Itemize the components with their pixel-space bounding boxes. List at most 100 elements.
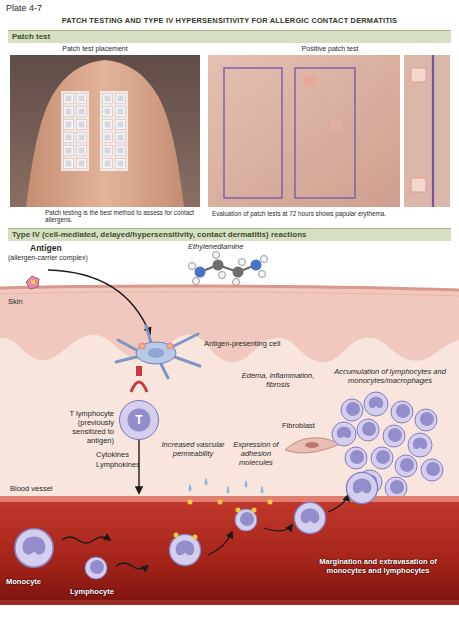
process-note: Increased vascular permeability xyxy=(160,441,226,459)
back-photo xyxy=(100,91,128,171)
t-lymphocyte-cell: T xyxy=(119,400,159,440)
cell-cluster xyxy=(385,477,407,499)
process-note: Edema, inflammation, fibrosis xyxy=(236,372,320,390)
cell-label: Monocyte xyxy=(6,578,62,587)
positive-photo xyxy=(295,68,355,198)
vessel-cells xyxy=(169,534,200,565)
antigen-presenting-cell xyxy=(136,342,176,364)
cell-label: T lymphocyte (previously sensitized to a… xyxy=(50,410,114,445)
fibroblast xyxy=(305,442,319,448)
vessel-cells xyxy=(85,557,107,579)
vessel-cells xyxy=(188,500,193,505)
antigen-presenting-cell xyxy=(148,348,164,358)
blood-vessel xyxy=(0,498,459,602)
vessel-cells xyxy=(15,529,53,567)
mediator-label: Cytokines xyxy=(96,451,156,460)
molecule xyxy=(213,252,220,259)
molecule xyxy=(239,259,246,266)
vessel-cells xyxy=(62,537,110,543)
photo-heading: Patch test placement xyxy=(30,45,160,53)
cell-cluster xyxy=(345,447,367,469)
molecule xyxy=(189,263,196,270)
molecule xyxy=(213,260,224,271)
molecule xyxy=(233,267,244,278)
section-band: Type IV (cell-mediated, delayed/hypersen… xyxy=(8,228,451,241)
antigen-note: (allergen-carrier complex) xyxy=(8,254,128,262)
vessel-cells xyxy=(236,508,241,513)
permeability-drops xyxy=(205,478,208,486)
tissue-label: Blood vessel xyxy=(10,485,80,494)
blood-vessel xyxy=(0,496,459,605)
permeability-drops xyxy=(189,478,264,494)
fibroblast xyxy=(285,438,340,453)
antigen-path xyxy=(26,276,39,289)
receptor-link xyxy=(131,382,147,392)
cell-label: Fibroblast xyxy=(282,422,332,431)
vessel-cells xyxy=(174,533,179,538)
process-note: Margination and extravasation of monocyt… xyxy=(318,558,438,576)
back-photo xyxy=(10,55,200,207)
antigen-path xyxy=(31,280,35,284)
antigen-presenting-cell xyxy=(139,343,146,350)
cell-cluster xyxy=(383,425,405,447)
cell-label: Antigen-presenting cell xyxy=(204,340,314,349)
skin-tissue xyxy=(0,286,459,502)
permeability-drops xyxy=(245,480,248,488)
photo-caption: Evaluation of patch tests at 72 hours sh… xyxy=(212,210,407,217)
receptor-link xyxy=(136,366,142,376)
positive-photo xyxy=(411,68,426,82)
vessel-cells xyxy=(328,495,348,512)
antigen-path xyxy=(26,270,150,334)
cell-cluster xyxy=(395,455,417,477)
back-photo xyxy=(26,60,184,207)
band-heading: Patch test xyxy=(12,31,447,43)
back-photo xyxy=(101,92,127,170)
molecule xyxy=(261,256,268,263)
back-photo xyxy=(10,55,200,207)
vessel-cells xyxy=(346,472,377,503)
cell-cluster xyxy=(391,401,413,423)
cell-cluster xyxy=(332,422,356,446)
process-note: Expression of adhesion molecules xyxy=(224,441,288,468)
antigen-path xyxy=(48,270,150,334)
skin-tissue xyxy=(0,292,459,296)
vessel-cells xyxy=(208,532,232,555)
positive-photo xyxy=(224,68,282,198)
cell-cluster xyxy=(408,433,432,457)
molecule xyxy=(259,271,266,278)
permeability-drops xyxy=(189,484,192,492)
antigen-presenting-cell xyxy=(169,345,172,348)
skin-tissue xyxy=(0,286,459,290)
plate-title: PATCH TESTING AND TYPE IV HYPERSENSITIVI… xyxy=(30,17,429,26)
photo-heading: Positive patch test xyxy=(250,45,410,53)
cell-cluster xyxy=(371,447,393,469)
molecule xyxy=(251,260,262,271)
permeability-drops xyxy=(261,486,264,494)
antigen-presenting-cell xyxy=(116,326,200,378)
band-heading: Type IV (cell-mediated, delayed/hypersen… xyxy=(12,229,447,241)
positive-photo xyxy=(208,55,400,207)
cell-label: Lymphocyte xyxy=(70,588,130,597)
vessel-cells xyxy=(252,508,257,513)
plate-number: Plate 4-7 xyxy=(6,3,76,14)
blood-vessel xyxy=(0,496,459,502)
back-photo xyxy=(62,92,88,170)
vessel-cells xyxy=(218,500,223,505)
cell-cluster xyxy=(421,459,443,481)
vessel-cells xyxy=(193,535,198,540)
molecule xyxy=(219,272,226,279)
cell-cluster xyxy=(364,392,388,416)
blood-vessel xyxy=(0,600,459,605)
antigen-presenting-cell xyxy=(141,345,144,348)
back-photo xyxy=(61,91,89,171)
positive-photo xyxy=(404,55,450,207)
cell-letter: T xyxy=(135,413,142,427)
vessel-cells xyxy=(264,525,292,531)
cell-cluster xyxy=(415,409,437,431)
molecule xyxy=(195,267,206,278)
molecule xyxy=(193,278,200,285)
molecule-name: Ethylenediamine xyxy=(188,243,288,252)
permeability-drops xyxy=(227,486,230,494)
cell-cluster xyxy=(341,399,363,421)
